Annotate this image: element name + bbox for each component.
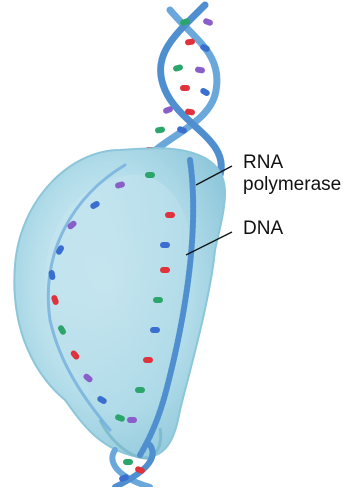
base-pair-bottom (123, 459, 133, 465)
base-pair-inner (135, 387, 145, 393)
base-pair-top (202, 17, 213, 26)
base-pair-inner (165, 212, 175, 218)
base-pair-inner (150, 327, 160, 333)
rna-polymerase-label-line2: polymerase (243, 174, 341, 196)
base-pair-top (172, 64, 183, 72)
base-pair-inner (160, 267, 170, 273)
dna-label: DNA (243, 218, 283, 240)
rna-polymerase-label-line1: RNA (243, 152, 341, 174)
dna-label-text: DNA (243, 218, 283, 240)
base-pair-top (199, 87, 211, 97)
base-pair-inner (160, 242, 170, 248)
base-pair-inner (143, 357, 153, 363)
base-pair-top (195, 66, 206, 74)
base-pair-top (180, 85, 190, 91)
base-pair-top (185, 38, 196, 46)
base-pair-inner (127, 417, 137, 423)
base-pair-inner (153, 297, 163, 303)
rna-polymerase-label: RNA polymerase (243, 152, 341, 196)
base-pair-inner (145, 172, 155, 178)
base-pair-top (155, 126, 166, 134)
